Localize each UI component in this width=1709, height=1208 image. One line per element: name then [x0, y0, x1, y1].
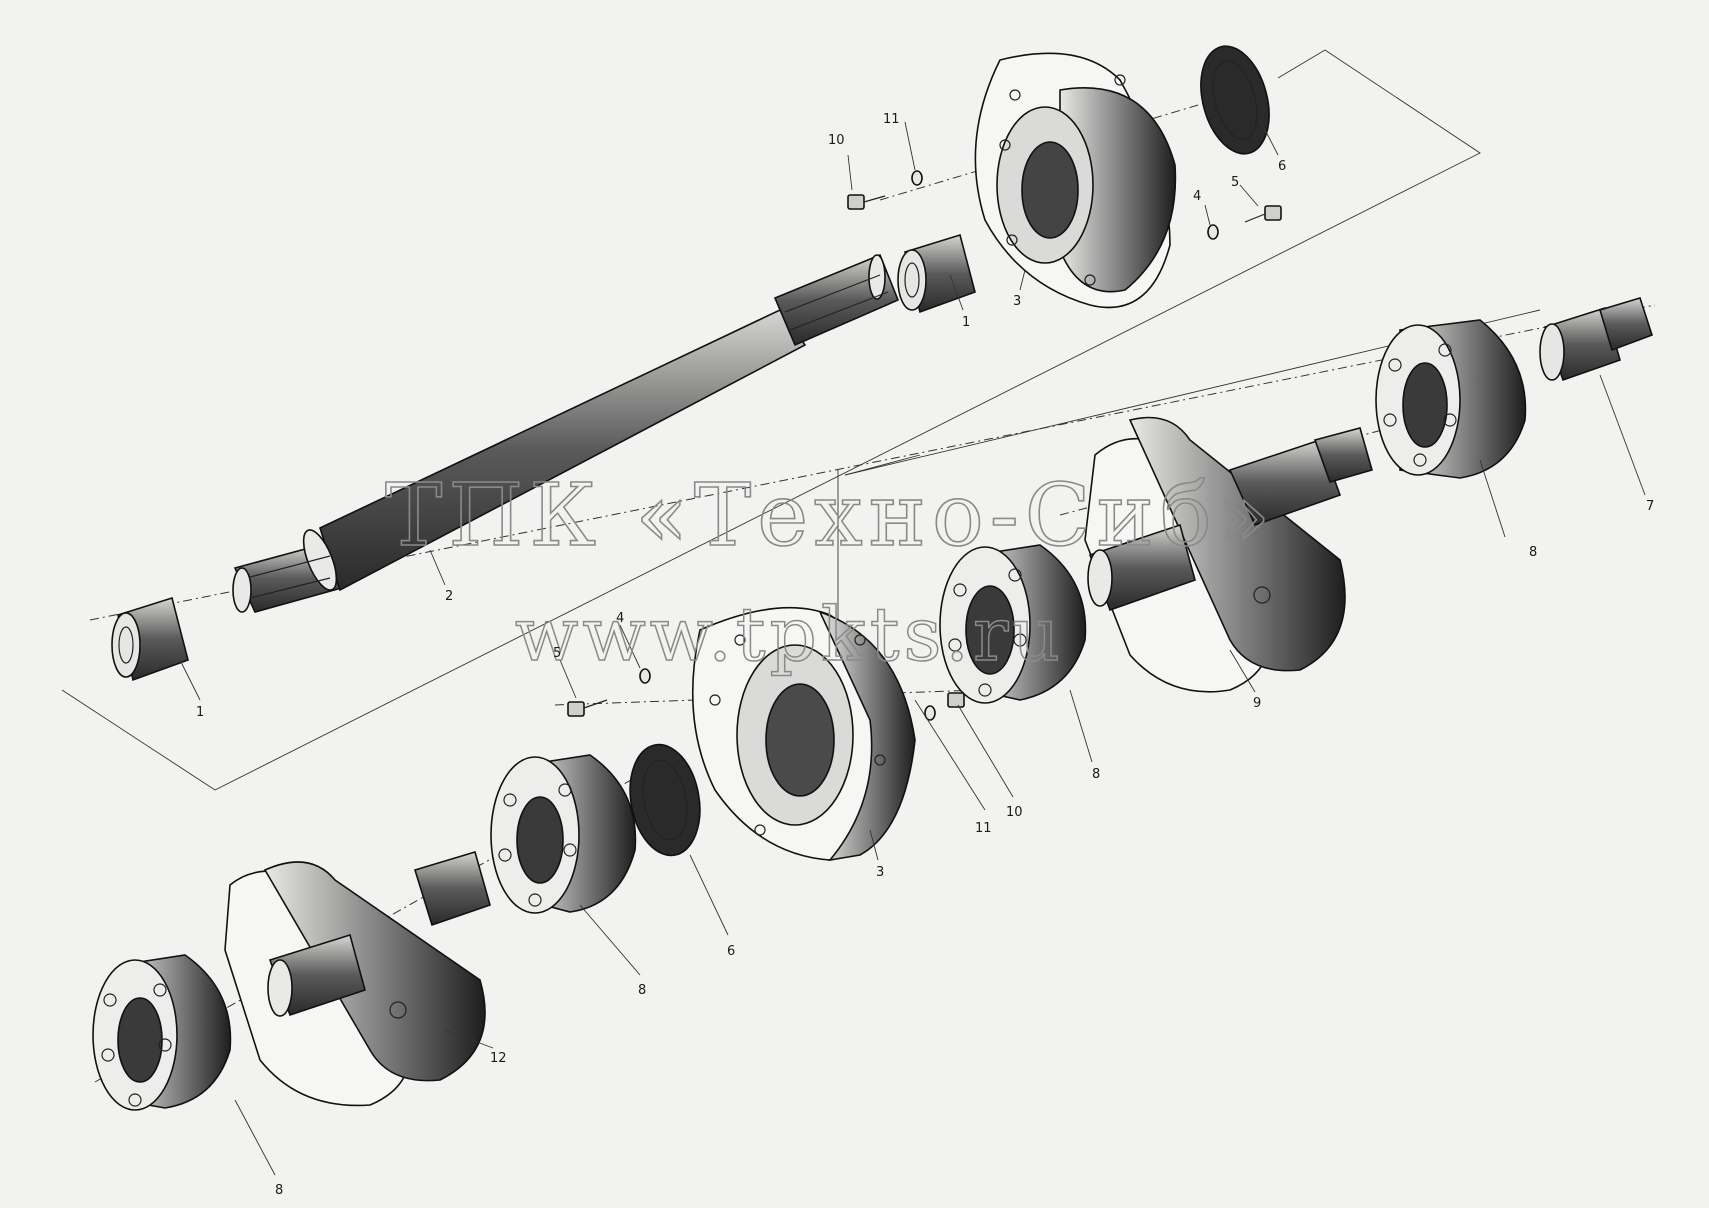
callout-labels: 1 1 2 3 3 4 4 5 5 6 6 7 8 8 8 8 9 10 10 …	[196, 112, 1654, 1198]
callout-4-upper: 4	[1193, 189, 1201, 204]
shaft-part-2	[232, 253, 900, 613]
bolt-part-10-middle	[947, 692, 965, 708]
callout-4-middle: 4	[616, 611, 624, 626]
coupling-part-7	[1539, 297, 1653, 382]
callout-7: 7	[1646, 499, 1654, 514]
washer-part-11-middle	[924, 705, 936, 721]
watermark-title: ТПК «Техно-Сиб»	[385, 466, 1276, 566]
callout-9: 9	[1253, 696, 1261, 711]
callout-10-upper: 10	[828, 133, 845, 148]
callout-2: 2	[445, 589, 453, 604]
washer-part-4-middle	[639, 668, 651, 684]
watermark-url: www.tpkts.ru	[515, 592, 1064, 678]
washer-part-11-upper	[911, 170, 923, 186]
callout-10-middle: 10	[1006, 805, 1023, 820]
callout-3-upper: 3	[1013, 294, 1021, 309]
callout-1-lower: 1	[196, 705, 204, 720]
bushing-part-1-upper	[897, 233, 976, 314]
crankshaft-part-12	[224, 851, 491, 1107]
bushing-part-1-lower	[111, 596, 189, 682]
bearing-part-8-middle	[939, 544, 1087, 704]
callout-11-upper: 11	[883, 112, 900, 127]
leader-lines	[179, 119, 1646, 1176]
bearing-part-8-lower-middle	[490, 754, 637, 914]
callout-6-middle: 6	[727, 944, 735, 959]
seal-ring-part-6-upper	[1200, 45, 1270, 155]
callout-12: 12	[490, 1051, 507, 1066]
callout-8-lower-middle: 8	[638, 983, 646, 998]
bearing-part-8-lower-left	[92, 954, 232, 1111]
callout-1-upper: 1	[962, 315, 970, 330]
callout-8-upper-right: 8	[1529, 545, 1537, 560]
callout-3-middle: 3	[876, 865, 884, 880]
bolt-part-5-upper	[1244, 205, 1282, 223]
callout-8-middle: 8	[1092, 767, 1100, 782]
callout-5-upper: 5	[1231, 175, 1239, 190]
crankshaft-part-9	[1084, 416, 1373, 693]
flange-housing-part-3-upper	[974, 52, 1177, 309]
bearing-part-8-upper-right	[1375, 319, 1527, 479]
callout-6-upper: 6	[1278, 159, 1286, 174]
bolt-part-10-upper	[847, 194, 886, 210]
flange-housing-part-3-middle	[691, 606, 916, 862]
callout-5-middle: 5	[553, 646, 561, 661]
washer-part-4-upper	[1207, 224, 1219, 240]
callout-11-middle: 11	[975, 821, 992, 836]
bolt-part-5-middle	[567, 699, 608, 717]
callout-8-lower-left: 8	[275, 1183, 283, 1198]
seal-ring-part-6-middle	[629, 743, 701, 857]
watermark: ТПК «Техно-Сиб» www.tpkts.ru	[384, 465, 1276, 679]
